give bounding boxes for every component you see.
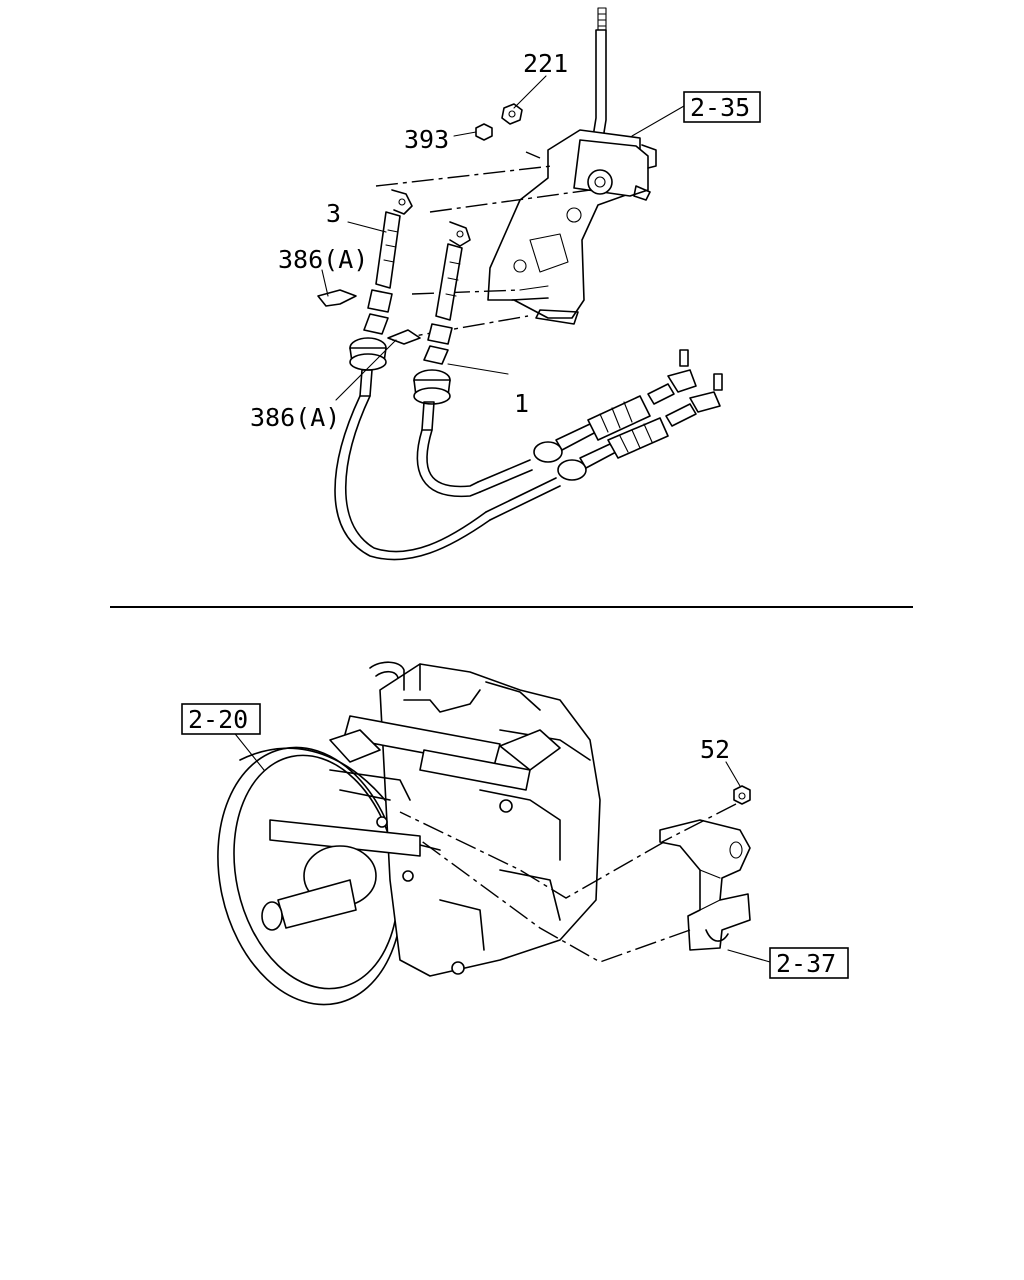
mount-bracket-2-37	[659, 819, 751, 951]
shift-cable-1	[413, 221, 481, 498]
clip-386-bottom	[387, 329, 421, 345]
part-number-1: 1	[514, 389, 529, 418]
callout-leaders-top	[321, 75, 685, 401]
callout-leaders-bottom	[231, 729, 771, 963]
part-number-3: 3	[326, 199, 341, 228]
assembly-leader-lines-top	[375, 151, 591, 341]
part-number-221: 221	[523, 49, 568, 78]
part-number-386-top: 386(A)	[278, 245, 368, 274]
nut-221	[501, 103, 523, 125]
nut-393	[475, 123, 493, 141]
part-number-386-bottom: 386(A)	[250, 403, 340, 432]
cable-ends-transmission	[477, 349, 723, 521]
part-number-393: 393	[404, 125, 449, 154]
ref-label-2-20: 2-20	[188, 705, 248, 734]
transmission-assembly	[217, 661, 601, 1006]
ref-box-2-37[interactable]: 2-37	[769, 947, 849, 979]
nut-52	[733, 785, 751, 805]
assembly-leader-lines-bottom	[399, 803, 737, 963]
ref-label-2-35: 2-35	[690, 93, 750, 122]
ref-label-2-37: 2-37	[776, 949, 836, 978]
shift-lever-assembly	[487, 7, 657, 325]
ref-box-2-35[interactable]: 2-35	[683, 91, 761, 123]
ref-box-2-20[interactable]: 2-20	[181, 703, 261, 735]
clip-386-top	[317, 289, 357, 307]
part-number-52: 52	[700, 735, 730, 764]
